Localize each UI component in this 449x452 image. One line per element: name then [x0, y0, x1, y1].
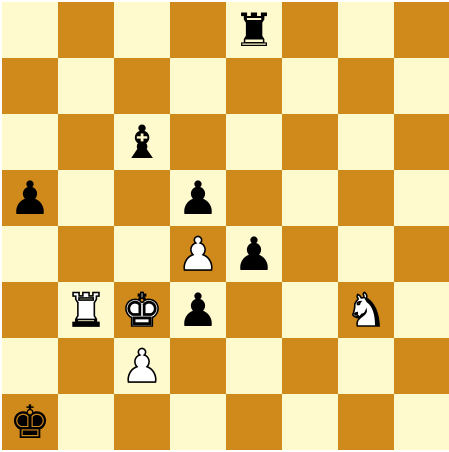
square-d2[interactable] [170, 338, 226, 394]
square-e7[interactable] [226, 58, 282, 114]
square-c4[interactable] [114, 226, 170, 282]
black-rook-icon[interactable]: ♜ [233, 7, 274, 53]
square-e1[interactable] [226, 394, 282, 450]
square-b8[interactable] [58, 2, 114, 58]
square-d3[interactable]: ♟ [170, 282, 226, 338]
square-a7[interactable] [2, 58, 58, 114]
white-pawn-icon[interactable]: ♟ [121, 343, 162, 389]
square-e5[interactable] [226, 170, 282, 226]
square-h8[interactable] [394, 2, 449, 58]
square-d1[interactable] [170, 394, 226, 450]
black-pawn-icon[interactable]: ♟ [9, 175, 50, 221]
square-h1[interactable] [394, 394, 449, 450]
square-c6[interactable]: ♝ [114, 114, 170, 170]
square-h7[interactable] [394, 58, 449, 114]
square-c2[interactable]: ♟ [114, 338, 170, 394]
square-b5[interactable] [58, 170, 114, 226]
black-bishop-icon[interactable]: ♝ [121, 119, 162, 165]
square-e3[interactable] [226, 282, 282, 338]
square-c7[interactable] [114, 58, 170, 114]
square-b6[interactable] [58, 114, 114, 170]
square-f4[interactable] [282, 226, 338, 282]
black-pawn-icon[interactable]: ♟ [177, 287, 218, 333]
square-g4[interactable] [338, 226, 394, 282]
square-e2[interactable] [226, 338, 282, 394]
square-g5[interactable] [338, 170, 394, 226]
square-f7[interactable] [282, 58, 338, 114]
white-rook-icon[interactable]: ♜ [65, 287, 106, 333]
square-b4[interactable] [58, 226, 114, 282]
square-a4[interactable] [2, 226, 58, 282]
black-pawn-icon[interactable]: ♟ [233, 231, 274, 277]
square-f3[interactable] [282, 282, 338, 338]
square-c1[interactable] [114, 394, 170, 450]
square-h6[interactable] [394, 114, 449, 170]
square-f8[interactable] [282, 2, 338, 58]
square-d5[interactable]: ♟ [170, 170, 226, 226]
white-pawn-icon[interactable]: ♟ [177, 231, 218, 277]
square-f1[interactable] [282, 394, 338, 450]
square-a2[interactable] [2, 338, 58, 394]
square-a3[interactable] [2, 282, 58, 338]
square-e4[interactable]: ♟ [226, 226, 282, 282]
square-g1[interactable] [338, 394, 394, 450]
square-b1[interactable] [58, 394, 114, 450]
square-f2[interactable] [282, 338, 338, 394]
square-a8[interactable] [2, 2, 58, 58]
square-d4[interactable]: ♟ [170, 226, 226, 282]
square-d8[interactable] [170, 2, 226, 58]
square-h2[interactable] [394, 338, 449, 394]
square-c5[interactable] [114, 170, 170, 226]
square-b7[interactable] [58, 58, 114, 114]
square-b2[interactable] [58, 338, 114, 394]
square-g8[interactable] [338, 2, 394, 58]
square-c8[interactable] [114, 2, 170, 58]
square-f5[interactable] [282, 170, 338, 226]
square-a5[interactable]: ♟ [2, 170, 58, 226]
square-h5[interactable] [394, 170, 449, 226]
square-a1[interactable]: ♚ [2, 394, 58, 450]
square-g7[interactable] [338, 58, 394, 114]
white-king-icon[interactable]: ♚ [121, 287, 162, 333]
white-knight-icon[interactable]: ♞ [345, 287, 386, 333]
square-d6[interactable] [170, 114, 226, 170]
square-d7[interactable] [170, 58, 226, 114]
square-h4[interactable] [394, 226, 449, 282]
square-h3[interactable] [394, 282, 449, 338]
square-c3[interactable]: ♚ [114, 282, 170, 338]
square-e6[interactable] [226, 114, 282, 170]
square-b3[interactable]: ♜ [58, 282, 114, 338]
square-g3[interactable]: ♞ [338, 282, 394, 338]
square-g2[interactable] [338, 338, 394, 394]
black-pawn-icon[interactable]: ♟ [177, 175, 218, 221]
black-king-icon[interactable]: ♚ [9, 399, 50, 445]
square-e8[interactable]: ♜ [226, 2, 282, 58]
square-f6[interactable] [282, 114, 338, 170]
square-g6[interactable] [338, 114, 394, 170]
square-a6[interactable] [2, 114, 58, 170]
